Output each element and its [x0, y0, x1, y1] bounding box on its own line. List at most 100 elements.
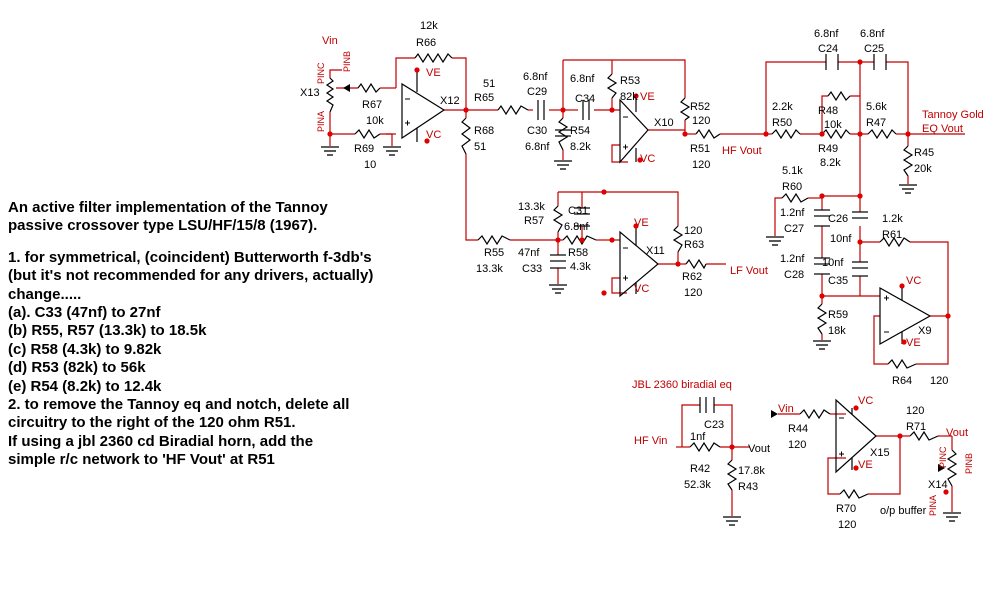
svg-text:82k: 82k	[620, 91, 638, 103]
svg-text:10k: 10k	[824, 119, 842, 131]
svg-text:C23: C23	[704, 419, 724, 431]
svg-text:Vin: Vin	[322, 35, 338, 47]
svg-text:5.6k: 5.6k	[866, 101, 887, 113]
svg-text:R43: R43	[738, 481, 758, 493]
svg-text:17.8k: 17.8k	[738, 465, 765, 477]
svg-text:6.8nf: 6.8nf	[860, 28, 885, 40]
svg-text:R55: R55	[484, 247, 504, 259]
note-1-line-3: change.....	[8, 285, 82, 303]
svg-text:13.3k: 13.3k	[518, 201, 545, 213]
svg-text:R71: R71	[906, 421, 926, 433]
svg-text:R64: R64	[892, 375, 912, 387]
svg-text:R47: R47	[866, 117, 886, 129]
svg-text:Vin: Vin	[778, 403, 794, 415]
svg-text:6.8nf: 6.8nf	[523, 71, 548, 83]
svg-text:R65: R65	[474, 92, 494, 104]
svg-text:6.8nf: 6.8nf	[570, 73, 595, 85]
svg-text:51: 51	[474, 141, 486, 153]
svg-text:C35: C35	[828, 275, 848, 287]
svg-text:4.3k: 4.3k	[570, 261, 591, 273]
svg-text:R49: R49	[818, 143, 838, 155]
svg-text:HF Vout: HF Vout	[722, 145, 762, 157]
svg-text:HF Vin: HF Vin	[634, 435, 667, 447]
svg-text:X12: X12	[440, 95, 460, 107]
note-3-line-2: simple r/c network to 'HF Vout' at R51	[8, 451, 275, 469]
svg-text:o/p buffer: o/p buffer	[880, 505, 927, 517]
svg-text:R51: R51	[690, 143, 710, 155]
svg-text:C34: C34	[575, 93, 595, 105]
svg-text:R42: R42	[690, 463, 710, 475]
svg-text:51: 51	[483, 78, 495, 90]
svg-text:X14: X14	[928, 479, 948, 491]
svg-text:8.2k: 8.2k	[820, 157, 841, 169]
change-b: (b) R55, R57 (13.3k) to 18.5k	[8, 322, 207, 340]
svg-text:R59: R59	[828, 309, 848, 321]
svg-text:1.2nf: 1.2nf	[780, 253, 805, 265]
svg-text:VC: VC	[858, 395, 873, 407]
svg-text:VE: VE	[640, 91, 655, 103]
svg-text:R50: R50	[772, 117, 792, 129]
svg-text:10: 10	[364, 159, 376, 171]
svg-text:C24: C24	[818, 43, 838, 55]
svg-text:C29: C29	[527, 86, 547, 98]
svg-text:R67: R67	[362, 99, 382, 111]
svg-text:R44: R44	[788, 423, 808, 435]
svg-text:R60: R60	[782, 181, 802, 193]
svg-text:R54: R54	[570, 125, 590, 137]
change-d: (d) R53 (82k) to 56k	[8, 359, 146, 377]
svg-text:VE: VE	[858, 459, 873, 471]
svg-text:X10: X10	[654, 117, 674, 129]
svg-text:10k: 10k	[366, 115, 384, 127]
svg-text:X9: X9	[918, 325, 931, 337]
svg-text:VE: VE	[634, 217, 649, 229]
svg-text:120: 120	[692, 115, 710, 127]
svg-text:10nf: 10nf	[830, 233, 852, 245]
svg-text:VC: VC	[426, 129, 441, 141]
svg-text:120: 120	[684, 287, 702, 299]
svg-text:PINA: PINA	[316, 111, 326, 132]
svg-text:C31: C31	[568, 205, 588, 217]
note-1-line-2: (but it's not recommended for any driver…	[8, 267, 374, 285]
svg-text:R48: R48	[818, 105, 838, 117]
components	[325, 52, 958, 500]
svg-text:PINC: PINC	[938, 446, 948, 468]
svg-text:Vout: Vout	[946, 427, 968, 439]
svg-text:52.3k: 52.3k	[684, 479, 711, 491]
svg-text:120: 120	[906, 405, 924, 417]
svg-text:R52: R52	[690, 101, 710, 113]
svg-text:2.2k: 2.2k	[772, 101, 793, 113]
svg-text:JBL 2360 biradial eq: JBL 2360 biradial eq	[632, 379, 732, 391]
svg-text:1nf: 1nf	[690, 431, 706, 443]
svg-text:120: 120	[692, 159, 710, 171]
description-text: An active filter implementation of the T…	[8, 199, 458, 470]
svg-text:VC: VC	[640, 153, 655, 165]
note-3-line-1: If using a jbl 2360 cd Biradial horn, ad…	[8, 432, 314, 450]
svg-text:C28: C28	[784, 269, 804, 281]
svg-text:VE: VE	[426, 67, 441, 79]
title-line-1: An active filter implementation of the T…	[8, 199, 328, 216]
svg-text:C27: C27	[784, 223, 804, 235]
svg-text:10nf: 10nf	[822, 257, 844, 269]
svg-text:120: 120	[788, 439, 806, 451]
svg-text:C33: C33	[522, 263, 542, 275]
svg-text:R53: R53	[620, 75, 640, 87]
svg-text:C26: C26	[828, 213, 848, 225]
component-labels: Vin PINC PINB PINA X13 12k R66 R67 10k R…	[300, 20, 984, 531]
vin-arrow-icon	[771, 410, 778, 418]
svg-text:1.2k: 1.2k	[882, 213, 903, 225]
svg-text:13.3k: 13.3k	[476, 263, 503, 275]
svg-text:R66: R66	[416, 37, 436, 49]
svg-text:VC: VC	[634, 283, 649, 295]
svg-text:6.8nf: 6.8nf	[564, 221, 589, 233]
svg-text:8.2k: 8.2k	[570, 141, 591, 153]
svg-text:20k: 20k	[914, 163, 932, 175]
svg-text:R45: R45	[914, 147, 934, 159]
svg-text:R68: R68	[474, 125, 494, 137]
svg-text:12k: 12k	[420, 20, 438, 32]
svg-text:R58: R58	[568, 247, 588, 259]
svg-text:R63: R63	[684, 239, 704, 251]
svg-text:R57: R57	[524, 215, 544, 227]
svg-text:C25: C25	[864, 43, 884, 55]
